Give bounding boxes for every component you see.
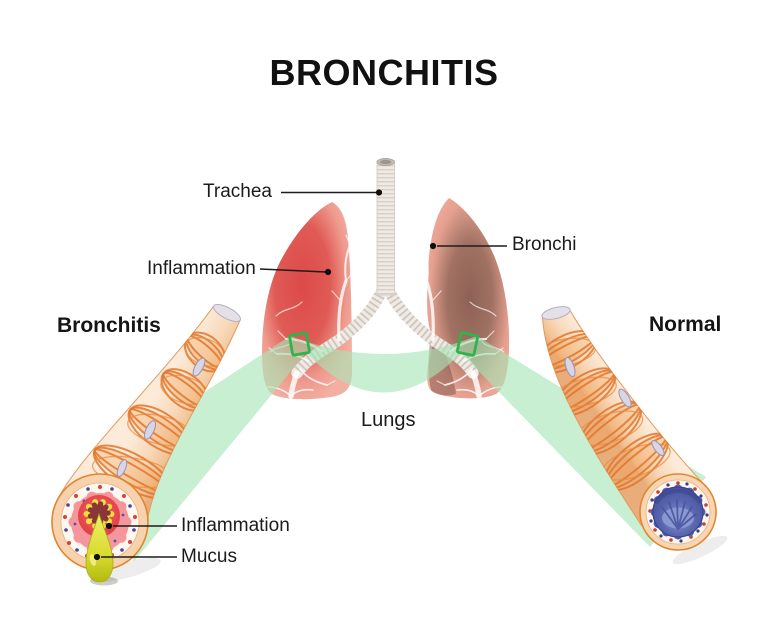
inflamed-cross-section — [51, 473, 161, 586]
inflammation-tube-pointer-dot — [105, 522, 113, 530]
inflammation-lung-label: Inflammation — [147, 258, 256, 279]
annotation-lines — [93, 189, 507, 561]
magnifier-box-left — [288, 331, 311, 357]
bronchitis-side-label: Bronchitis — [57, 314, 161, 337]
bronchi-label: Bronchi — [512, 234, 577, 255]
mucous-gland — [192, 357, 206, 377]
mucous-gland — [116, 459, 128, 477]
inflammation-pointer-dot — [324, 268, 332, 276]
magnifier-beam — [65, 336, 706, 561]
open-airway — [650, 484, 706, 540]
mucus-label: Mucus — [181, 546, 237, 567]
narrowed-airway — [87, 501, 111, 525]
trachea-label: Trachea — [203, 181, 272, 202]
left-lung-bronchial-tree — [267, 234, 357, 399]
tube-open-end — [541, 306, 571, 320]
magnifier-box-right — [455, 331, 480, 357]
tube-open-end — [213, 303, 241, 323]
mucous-gland — [143, 420, 157, 440]
bronchi-pointer-dot — [429, 242, 437, 250]
normal-side-label: Normal — [649, 313, 722, 336]
immune-cell-dots — [63, 485, 137, 560]
inflammation-pointer-line — [259, 268, 327, 273]
trachea-pointer-dot — [375, 189, 383, 196]
normal-cross-section — [639, 473, 728, 565]
mucous-gland — [651, 439, 665, 457]
page-title: BRONCHITIS — [269, 52, 499, 93]
mucous-gland — [618, 388, 632, 408]
mucus-pointer-dot — [93, 553, 101, 561]
mucous-gland — [564, 356, 576, 378]
inflammation-tube-label: Inflammation — [181, 515, 290, 536]
lungs-label: Lungs — [361, 409, 416, 431]
